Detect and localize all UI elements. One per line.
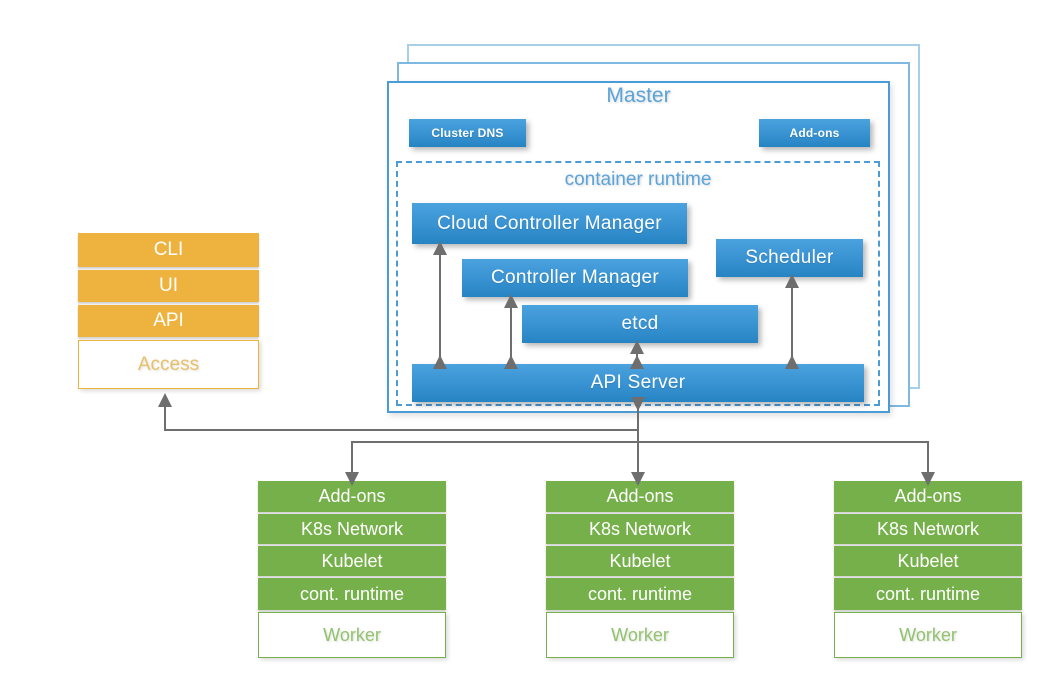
worker-2-layer-k8s-network[interactable]: K8s Network [546, 514, 734, 544]
api-server-box[interactable]: API Server [412, 364, 864, 402]
access-label-box: Access [78, 340, 259, 389]
controller-manager-box[interactable]: Controller Manager [462, 259, 688, 297]
master-title: Master [606, 84, 671, 107]
access-stack: CLI UI API Access [78, 233, 259, 396]
access-layer-ui[interactable]: UI [78, 270, 259, 302]
arrow-api-server-worker-1 [345, 441, 638, 486]
worker-3-layer-kubelet[interactable]: Kubelet [834, 546, 1022, 576]
cluster-dns-box[interactable]: Cluster DNS [409, 119, 526, 147]
worker-2-layer-kubelet[interactable]: Kubelet [546, 546, 734, 576]
etcd-box[interactable]: etcd [522, 305, 758, 343]
master-add-ons-box[interactable]: Add-ons [759, 119, 870, 147]
worker-1-layer-kubelet[interactable]: Kubelet [258, 546, 446, 576]
access-layer-api[interactable]: API [78, 305, 259, 337]
worker-1-layer-cont-runtime[interactable]: cont. runtime [258, 578, 446, 610]
worker-node-2: Add-ons K8s Network Kubelet cont. runtim… [546, 481, 734, 658]
worker-1-label-box: Worker [258, 612, 446, 658]
container-runtime-title: container runtime [564, 169, 712, 190]
access-layer-cli[interactable]: CLI [78, 233, 259, 267]
worker-1-layer-k8s-network[interactable]: K8s Network [258, 514, 446, 544]
worker-1-layer-add-ons[interactable]: Add-ons [258, 481, 446, 512]
scheduler-box[interactable]: Scheduler [716, 239, 863, 277]
worker-2-label-box: Worker [546, 612, 734, 658]
worker-3-label-box: Worker [834, 612, 1022, 658]
worker-3-layer-cont-runtime[interactable]: cont. runtime [834, 578, 1022, 610]
worker-2-layer-cont-runtime[interactable]: cont. runtime [546, 578, 734, 610]
worker-node-3: Add-ons K8s Network Kubelet cont. runtim… [834, 481, 1022, 658]
worker-node-1: Add-ons K8s Network Kubelet cont. runtim… [258, 481, 446, 658]
arrow-api-server-worker-3 [638, 441, 935, 486]
worker-3-layer-k8s-network[interactable]: K8s Network [834, 514, 1022, 544]
worker-2-layer-add-ons[interactable]: Add-ons [546, 481, 734, 512]
worker-3-layer-add-ons[interactable]: Add-ons [834, 481, 1022, 512]
cloud-controller-manager-box[interactable]: Cloud Controller Manager [412, 203, 687, 244]
